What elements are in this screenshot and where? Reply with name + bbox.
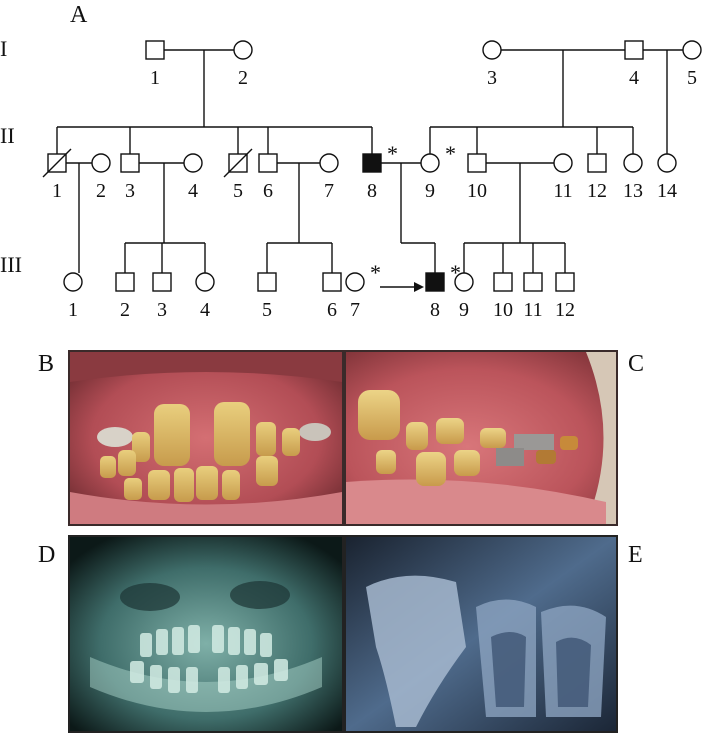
male-symbol-gen3-3 — [153, 273, 171, 291]
intraoral-lateral-photo — [344, 350, 618, 526]
panel-label-e: E — [628, 542, 643, 569]
individual-number: 11 — [553, 180, 572, 202]
male-symbol-gen3-11 — [524, 273, 542, 291]
individual-number: 2 — [96, 180, 106, 202]
individual-number: 6 — [327, 299, 337, 321]
panel-label-d: D — [38, 542, 55, 569]
individual-number: 3 — [157, 299, 167, 321]
female-symbol-gen2-13 — [624, 154, 642, 172]
individual-number: 3 — [487, 67, 497, 89]
individual-number: 5 — [687, 67, 697, 89]
male-symbol-gen2-6 — [259, 154, 277, 172]
female-symbol-gen1-3 — [483, 41, 501, 59]
female-symbol-gen3-4 — [196, 273, 214, 291]
female-symbol-gen1-2 — [234, 41, 252, 59]
sequenced-marker: * — [445, 141, 456, 166]
periapical-radiograph — [344, 535, 618, 733]
individual-number: 5 — [233, 180, 243, 202]
male-symbol-gen3-12 — [556, 273, 574, 291]
female-symbol-gen2-11 — [554, 154, 572, 172]
individual-number: 12 — [587, 180, 607, 202]
individual-number: 13 — [623, 180, 643, 202]
individual-number: 1 — [68, 299, 78, 321]
individual-number: 8 — [430, 299, 440, 321]
affected-male-symbol-gen3-8 — [426, 273, 444, 291]
male-symbol-gen3-6 — [323, 273, 341, 291]
individual-number: 9 — [459, 299, 469, 321]
female-symbol-gen2-14 — [658, 154, 676, 172]
individual-number: 1 — [52, 180, 62, 202]
proband-arrow — [414, 282, 424, 292]
individual-number: 11 — [523, 299, 542, 321]
individual-number: 14 — [657, 180, 677, 202]
affected-male-symbol-gen2-8 — [363, 154, 381, 172]
panel-label-b: B — [38, 351, 54, 378]
individual-number: 3 — [125, 180, 135, 202]
female-symbol-gen3-1 — [64, 273, 82, 291]
male-symbol-gen3-2 — [116, 273, 134, 291]
female-symbol-gen3-7 — [346, 273, 364, 291]
panoramic-radiograph — [68, 535, 344, 733]
panel-label-a: A — [70, 2, 88, 28]
individual-number: 9 — [425, 180, 435, 202]
individual-number: 2 — [120, 299, 130, 321]
female-symbol-gen2-7 — [320, 154, 338, 172]
individual-number: 8 — [367, 180, 377, 202]
individual-number: 7 — [350, 299, 360, 321]
generation-label-3: III — [0, 252, 22, 277]
female-symbol-gen2-2 — [92, 154, 110, 172]
female-symbol-gen1-5 — [683, 41, 701, 59]
male-symbol-gen3-10 — [494, 273, 512, 291]
individual-number: 4 — [188, 180, 198, 202]
individual-number: 4 — [200, 299, 210, 321]
generation-label-2: II — [0, 123, 15, 148]
individual-number: 10 — [493, 299, 513, 321]
individual-number: 12 — [555, 299, 575, 321]
individual-number: 7 — [324, 180, 334, 202]
individual-number: 4 — [629, 67, 639, 89]
sequenced-marker: * — [387, 141, 398, 166]
male-symbol-gen1-4 — [625, 41, 643, 59]
individual-number: 1 — [150, 67, 160, 89]
male-symbol-gen3-5 — [258, 273, 276, 291]
male-symbol-gen2-12 — [588, 154, 606, 172]
male-symbol-gen2-10 — [468, 154, 486, 172]
individual-number: 2 — [238, 67, 248, 89]
panel-label-c: C — [628, 351, 644, 378]
individual-number: 10 — [467, 180, 487, 202]
individual-number: 6 — [263, 180, 273, 202]
male-symbol-gen2-3 — [121, 154, 139, 172]
intraoral-frontal-photo — [68, 350, 344, 526]
male-symbol-gen1-1 — [146, 41, 164, 59]
female-symbol-gen2-9 — [421, 154, 439, 172]
individual-number: 5 — [262, 299, 272, 321]
sequenced-marker: * — [450, 260, 461, 285]
female-symbol-gen2-4 — [184, 154, 202, 172]
sequenced-marker: * — [370, 260, 381, 285]
generation-label-1: I — [0, 36, 7, 61]
